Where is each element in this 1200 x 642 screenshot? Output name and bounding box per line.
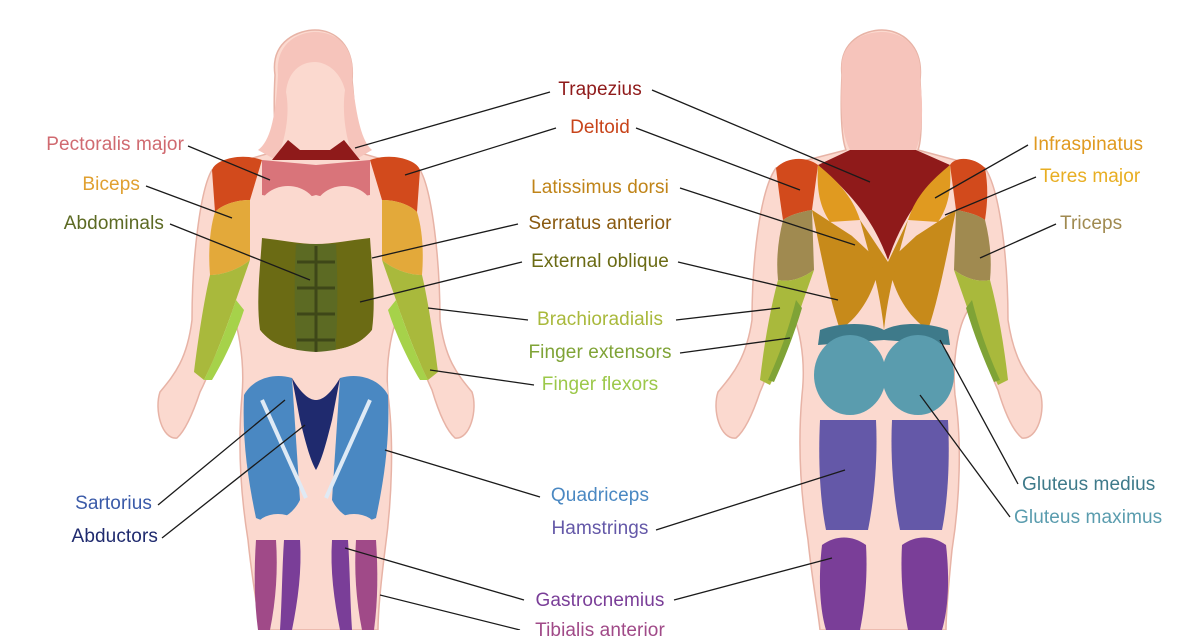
back-latissimus-center bbox=[860, 220, 908, 330]
label-pectoralis-major: Pectoralis major bbox=[46, 134, 184, 155]
back-gluteus-maximus-right bbox=[814, 335, 886, 415]
back-hamstrings-right bbox=[819, 420, 877, 530]
back-forearm-left bbox=[954, 270, 1008, 385]
front-biceps-right bbox=[209, 200, 250, 275]
leader-finger-extensors bbox=[679, 337, 791, 354]
front-deltoid-left bbox=[370, 156, 420, 212]
leader-lines bbox=[145, 89, 1057, 631]
leader-trapezius bbox=[354, 91, 551, 149]
leader-quadriceps bbox=[384, 449, 541, 498]
label-gastrocnemius: Gastrocnemius bbox=[535, 590, 665, 611]
back-gastrocnemius-left bbox=[901, 537, 949, 630]
back-finger-extensors-right bbox=[768, 300, 802, 382]
label-deltoid: Deltoid bbox=[570, 117, 630, 138]
back-latissimus-right bbox=[812, 210, 880, 330]
front-sartorius-right bbox=[260, 399, 308, 499]
label-sartorius: Sartorius bbox=[75, 493, 152, 514]
front-tibialis-right bbox=[254, 540, 277, 630]
label-biceps: Biceps bbox=[82, 174, 140, 195]
front-figure bbox=[157, 29, 475, 631]
leader-finger-flexors bbox=[429, 369, 535, 386]
label-brachioradialis: Brachioradialis bbox=[536, 309, 664, 330]
front-finger-flexors-left bbox=[388, 300, 428, 380]
back-infraspinatus-right bbox=[817, 165, 860, 222]
leader-brachioradialis-back bbox=[675, 307, 781, 321]
label-trapezius: Trapezius bbox=[558, 79, 642, 100]
leader-latissimus bbox=[679, 187, 856, 246]
leader-infraspinatus bbox=[934, 144, 1029, 199]
front-face bbox=[290, 64, 342, 132]
leader-gastrocnemius bbox=[344, 547, 525, 601]
label-serratus-anterior: Serratus anterior bbox=[528, 213, 672, 234]
leader-gastrocnemius-back bbox=[673, 557, 833, 601]
label-latissimus-dorsi: Latissimus dorsi bbox=[531, 177, 669, 198]
leader-hamstrings bbox=[655, 469, 846, 531]
label-quadriceps: Quadriceps bbox=[550, 485, 650, 506]
leader-deltoid bbox=[404, 127, 557, 176]
label-gluteus-medius: Gluteus medius bbox=[1022, 474, 1156, 495]
front-quadriceps-right bbox=[243, 375, 300, 521]
front-gastrocnemius-left bbox=[331, 540, 352, 630]
front-abductors-left bbox=[316, 378, 340, 470]
back-finger-extensors-left bbox=[966, 300, 1000, 382]
front-knee-right bbox=[256, 514, 300, 542]
leader-brachioradialis bbox=[427, 307, 529, 321]
leader-sartorius bbox=[157, 399, 286, 506]
back-triceps-right bbox=[777, 210, 814, 281]
label-gluteus-maximus: Gluteus maximus bbox=[1014, 507, 1163, 528]
back-triceps-left bbox=[954, 210, 991, 281]
leader-gluteus-maximus bbox=[919, 394, 1011, 518]
front-brachioradialis-right bbox=[194, 260, 250, 380]
label-tibialis-anterior: Tibialis anterior bbox=[535, 620, 665, 641]
leader-teres bbox=[944, 176, 1037, 216]
front-gastrocnemius-right bbox=[280, 540, 301, 630]
label-abdominals: Abdominals bbox=[63, 213, 164, 234]
back-hair bbox=[841, 32, 923, 150]
back-latissimus-left bbox=[888, 210, 956, 330]
back-trapezius bbox=[818, 150, 950, 260]
label-triceps: Triceps bbox=[1060, 213, 1123, 234]
front-hair bbox=[258, 32, 372, 160]
leader-abductors bbox=[161, 424, 306, 539]
front-tibialis-left bbox=[355, 540, 378, 630]
label-infraspinatus: Infraspinatus bbox=[1033, 134, 1144, 155]
leader-biceps bbox=[145, 185, 233, 219]
back-forearm-right bbox=[760, 270, 814, 385]
label-external-oblique: External oblique bbox=[531, 251, 669, 272]
leader-oblique bbox=[359, 261, 523, 303]
back-gastrocnemius-right bbox=[819, 537, 867, 630]
label-teres-major: Teres major bbox=[1040, 166, 1141, 187]
front-knee-left bbox=[332, 514, 376, 542]
front-biceps-left bbox=[382, 200, 423, 275]
leader-trapezius-back bbox=[651, 89, 871, 183]
back-infraspinatus-left bbox=[908, 165, 951, 222]
front-trapezius bbox=[272, 140, 360, 160]
back-hamstrings-left bbox=[891, 420, 949, 530]
leader-deltoid-back bbox=[635, 127, 801, 191]
leader-triceps bbox=[979, 223, 1057, 259]
front-finger-flexors-right bbox=[204, 300, 244, 380]
front-deltoid-right bbox=[212, 156, 262, 212]
label-finger-flexors: Finger flexors bbox=[541, 374, 659, 395]
label-finger-extensors: Finger extensors bbox=[528, 342, 672, 363]
label-hamstrings: Hamstrings bbox=[551, 518, 649, 539]
leader-pectoralis bbox=[187, 145, 271, 181]
front-brachioradialis-left bbox=[382, 260, 438, 380]
back-figure bbox=[715, 29, 1043, 631]
leader-gluteus-medius bbox=[939, 339, 1019, 485]
back-gluteus-maximus-left bbox=[882, 335, 954, 415]
leader-abdominals bbox=[169, 223, 311, 281]
front-quadriceps-left bbox=[332, 375, 389, 521]
front-breast-left bbox=[314, 186, 374, 238]
leader-tibialis bbox=[379, 594, 521, 631]
leader-oblique-back bbox=[677, 261, 839, 301]
leader-serratus bbox=[371, 223, 519, 259]
front-abductors-right bbox=[292, 378, 316, 470]
front-breast-right bbox=[258, 186, 318, 238]
label-abductors: Abductors bbox=[71, 526, 158, 547]
front-sartorius-left bbox=[324, 399, 372, 499]
